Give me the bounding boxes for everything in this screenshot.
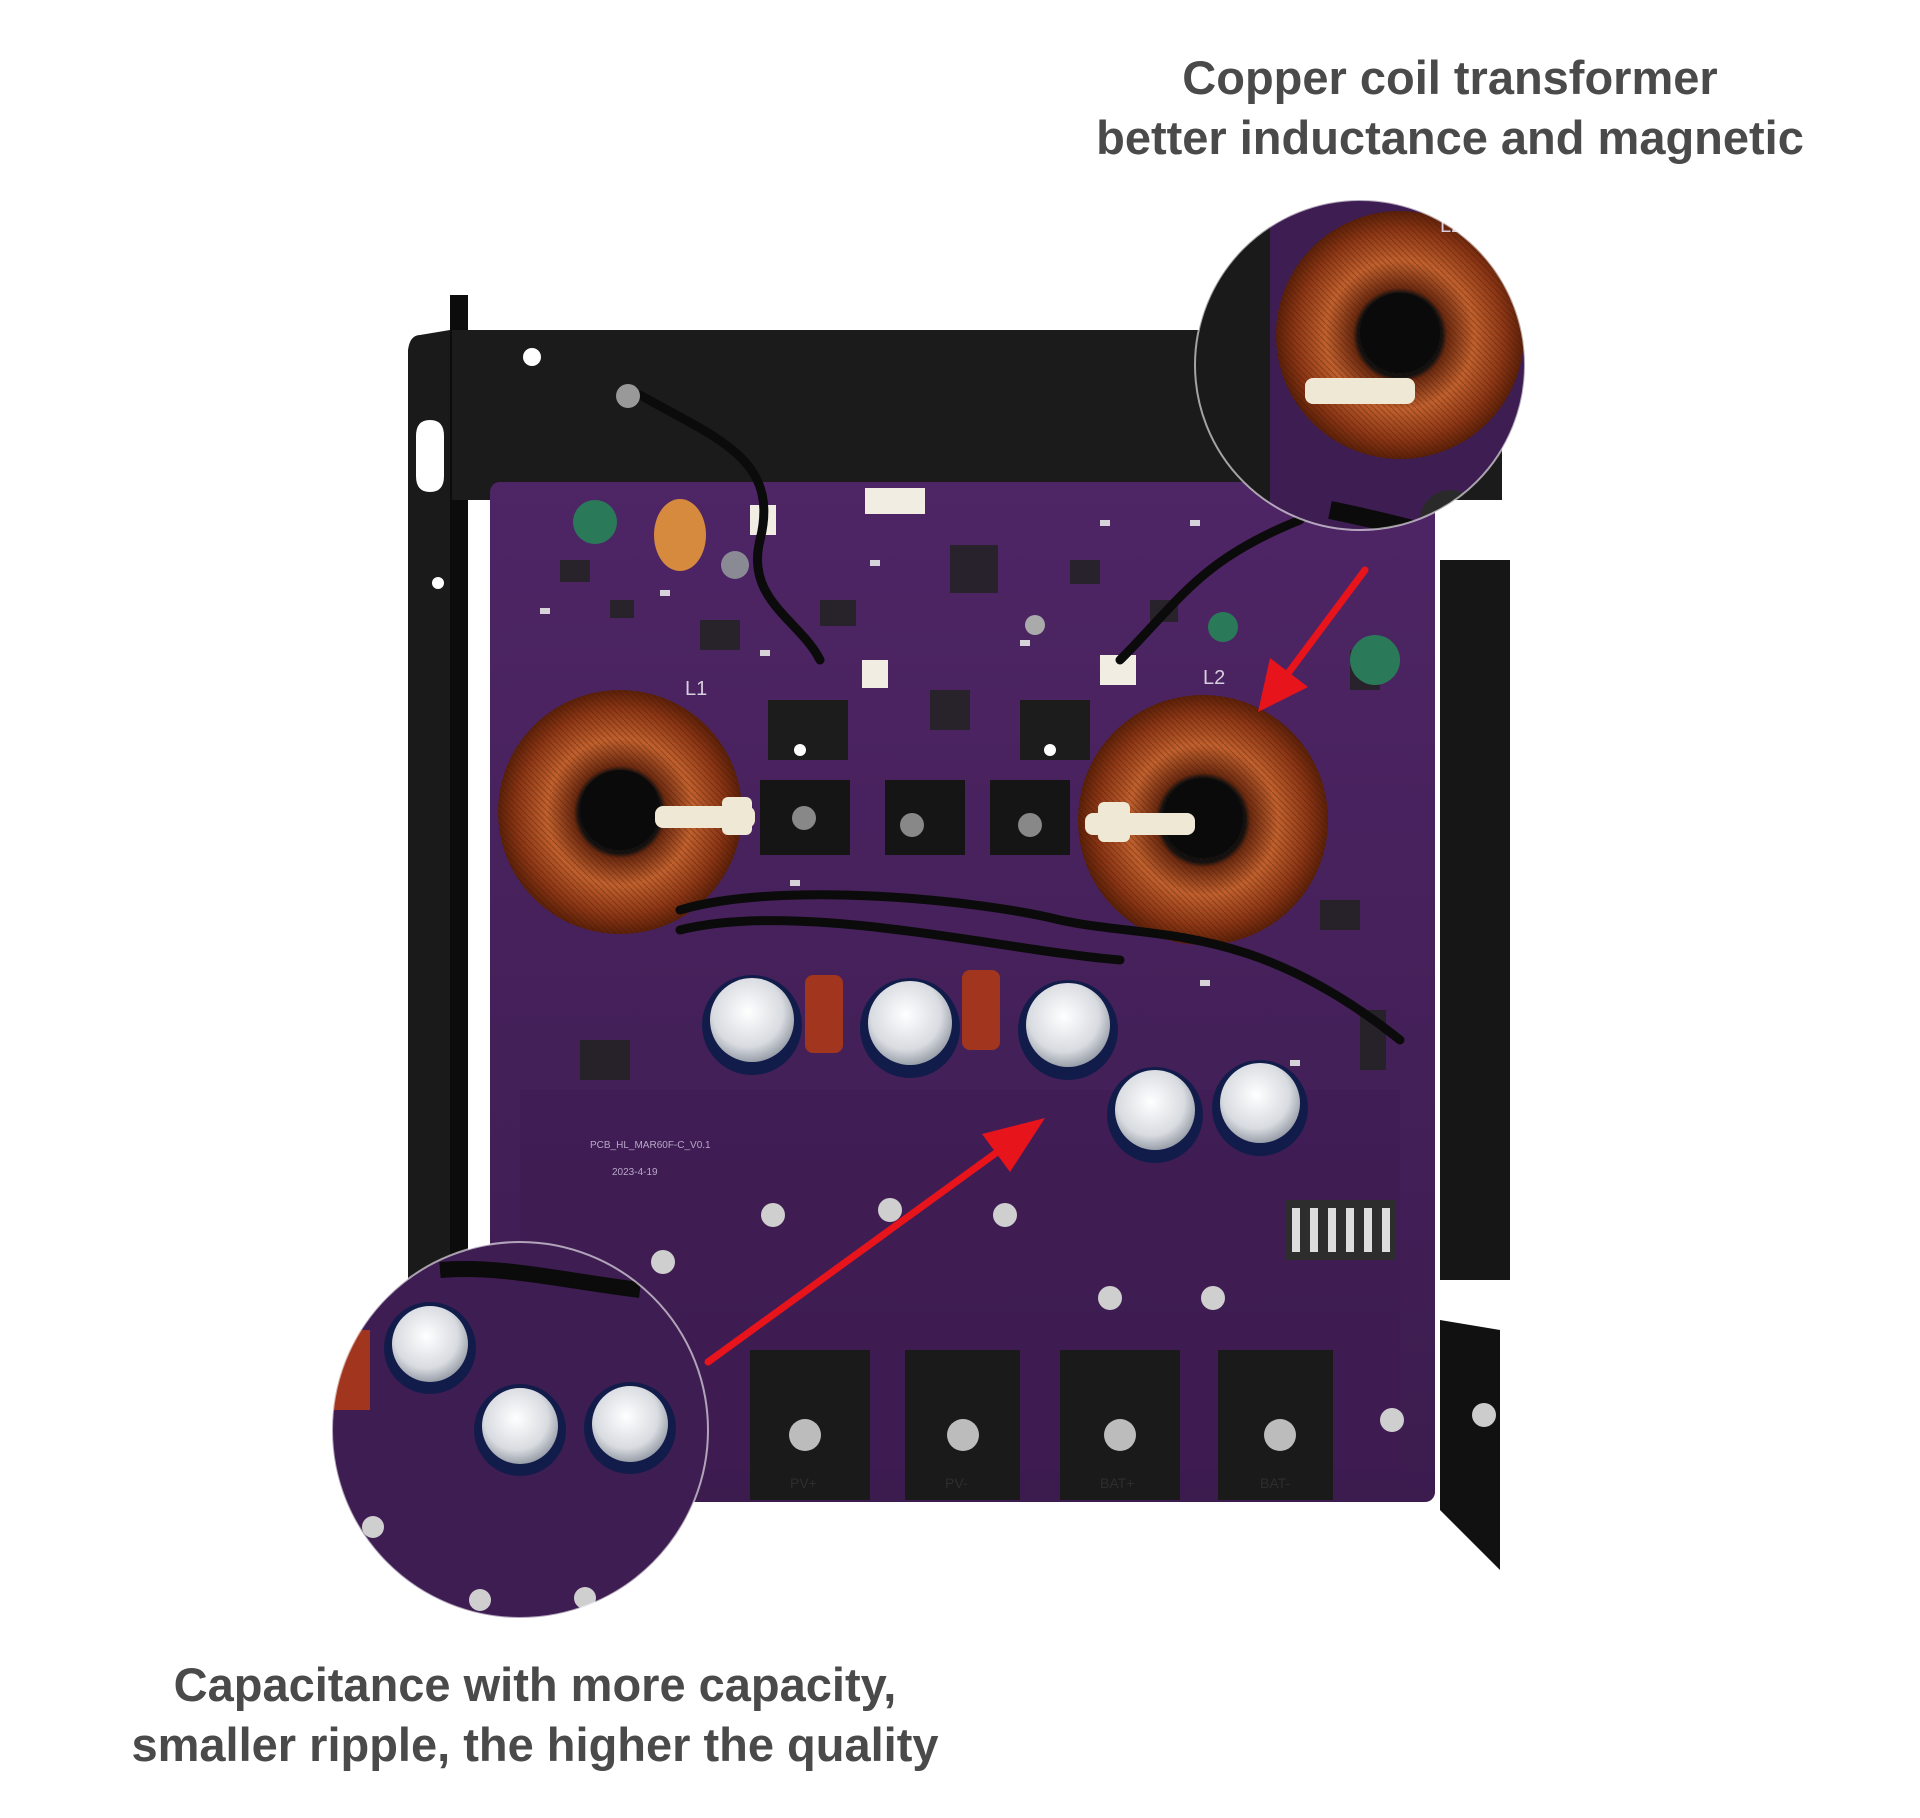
pcb-date-text: 2023-4-19 [612,1167,658,1178]
ground-screw [616,384,640,408]
transformer-caption-line1: Copper coil transformer [1182,51,1718,104]
copper-coil-l1 [498,690,755,934]
pcb-board: L1 L2 PCB_HL_MAR60F-C_V0.1 2023-4-19 [490,384,1435,1502]
terminal-label-bat-minus: BAT- [1260,1475,1290,1491]
small-inductor [654,499,706,571]
pin-header [1285,1200,1395,1260]
mounting-hole [523,348,541,366]
black-wires [635,390,1405,1045]
copper-coil-l2 [1078,695,1328,945]
transformer-caption: Copper coil transformer better inductanc… [1040,48,1860,168]
capacitor-zoom-circle [332,1242,708,1618]
capacitor-bank [702,970,1308,1163]
transformer-caption-line2: better inductance and magnetic [1096,111,1804,164]
l2-label: L2 [1203,667,1225,689]
capacitance-caption-line1: Capacitance with more capacity, [173,1658,897,1711]
terminal-label-pv-plus: PV+ [790,1475,817,1491]
small-capacitor [573,500,617,544]
terminal-blocks: PV+ PV- BAT+ BAT- [750,1350,1333,1500]
pcb-model-text: PCB_HL_MAR60F-C_V0.1 [590,1140,711,1151]
capacitance-caption-line2: smaller ripple, the higher the quality [131,1718,939,1771]
capacitance-caption: Capacitance with more capacity, smaller … [60,1655,1010,1775]
connector-header [865,488,925,514]
pointer-arrows [704,566,1369,1366]
mosfet-block [760,700,1090,855]
keyhole-slot [416,420,444,492]
terminal-label-bat-plus: BAT+ [1100,1475,1134,1491]
terminal-label-pv-minus: PV- [945,1475,968,1491]
screw-posts [651,1198,1404,1432]
l1-label: L1 [685,678,707,700]
